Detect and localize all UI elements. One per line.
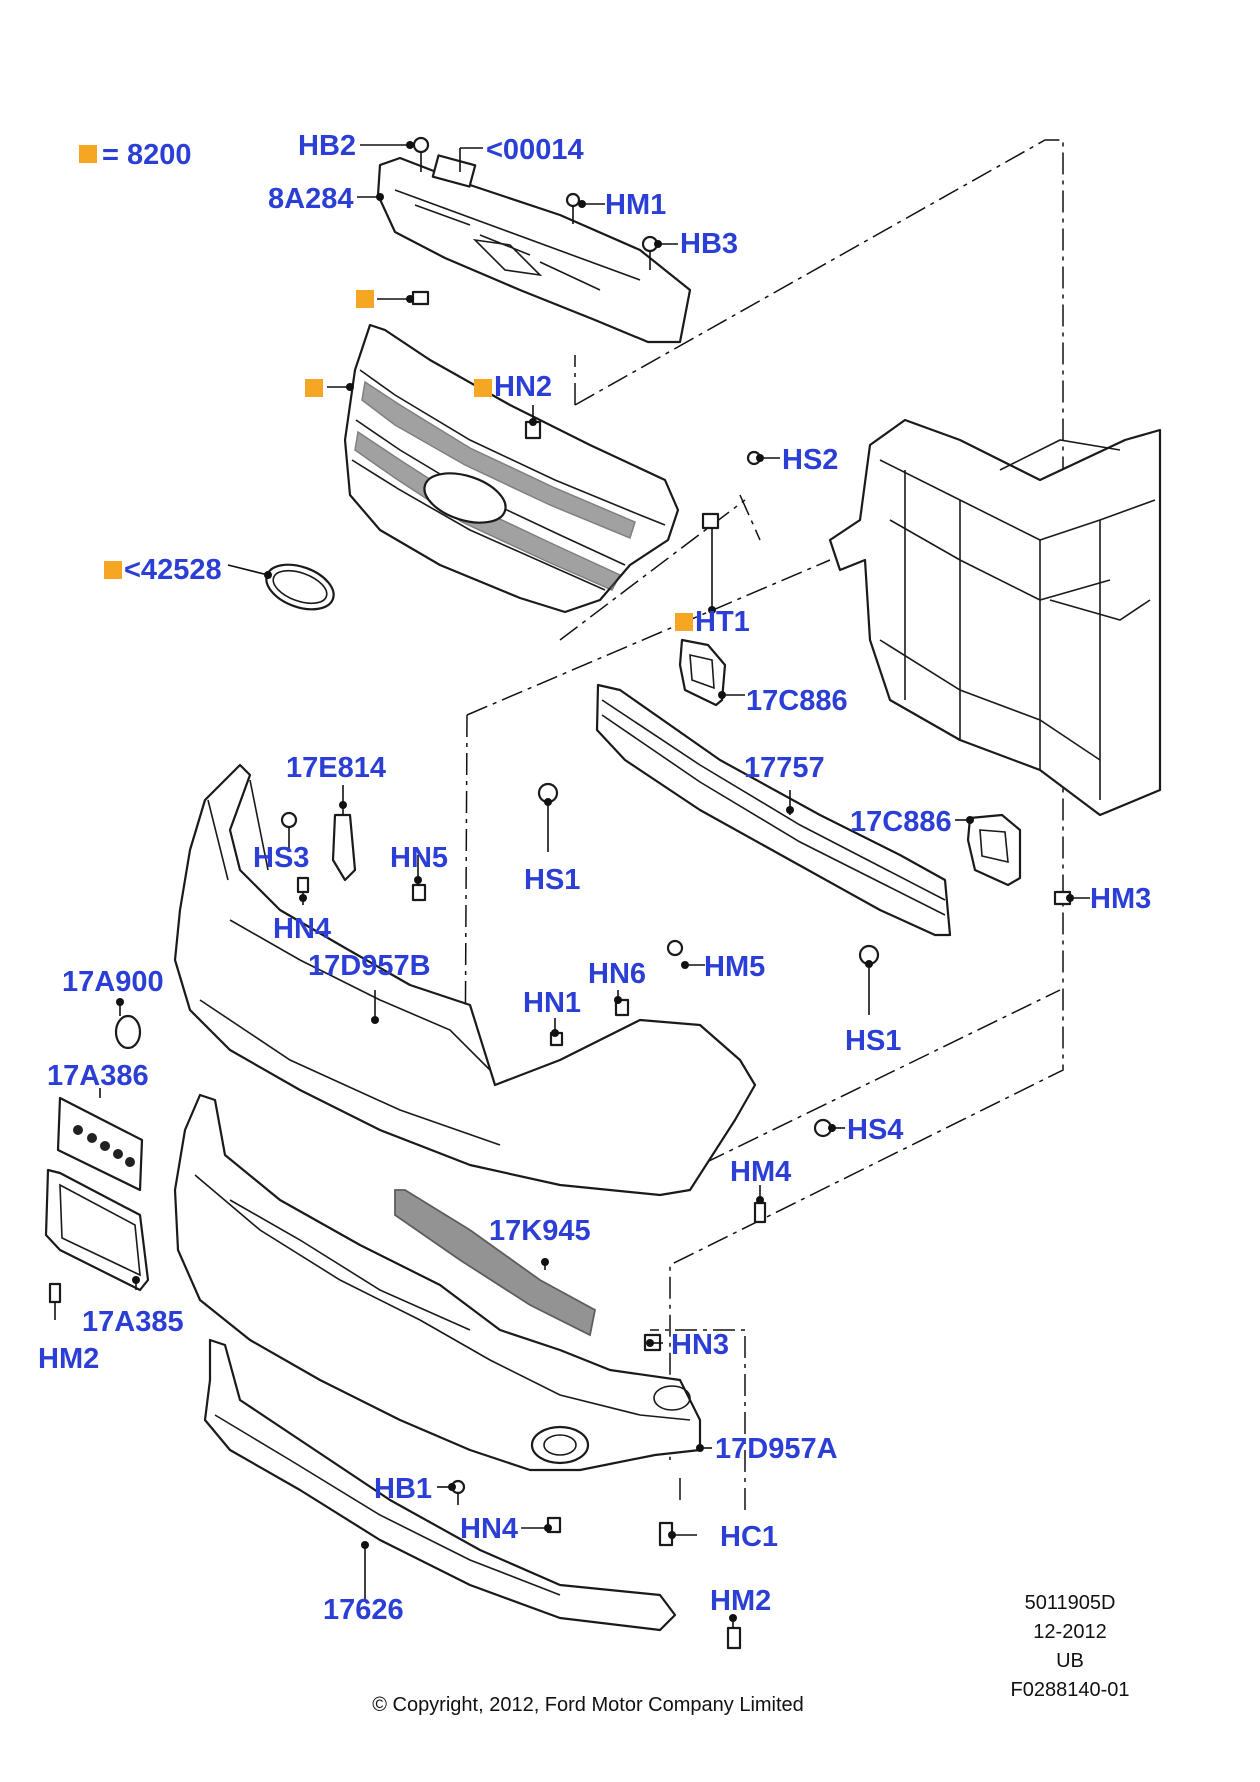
label-hm1: HM1 <box>605 189 666 221</box>
label-hs1-lower: HS1 <box>845 1025 901 1057</box>
label-ht1: HT1 <box>695 606 750 638</box>
label-42528: <42528 <box>124 554 222 586</box>
label-hb2-top: HB2 <box>298 130 356 162</box>
label-17d957a: 17D957A <box>715 1433 838 1465</box>
label-hn2: HN2 <box>494 371 552 403</box>
label-hm3: HM3 <box>1090 883 1151 915</box>
bumper-beam-17757 <box>595 683 952 937</box>
label-hs1-upper: HS1 <box>524 864 580 896</box>
label-hn3: HN3 <box>671 1329 729 1361</box>
label-hn5: HN5 <box>390 842 448 874</box>
bracket-17c886-upper <box>678 638 727 707</box>
marker-ht1 <box>675 613 693 631</box>
radiator-support <box>828 418 1162 817</box>
label-hm5: HM5 <box>704 951 765 983</box>
marker-42528 <box>104 561 122 579</box>
label-hm2-left: HM2 <box>38 1343 99 1375</box>
label-hm4: HM4 <box>730 1156 791 1188</box>
label-17757: 17757 <box>744 752 825 784</box>
fasteners <box>48 136 1072 1650</box>
label-17a385: 17A385 <box>82 1306 184 1338</box>
marker-grille-clip <box>356 290 374 308</box>
label-hb3: HB3 <box>680 228 738 260</box>
lower-grille-17k945 <box>394 1189 597 1337</box>
part-labels: = 8200 HB2 <00014 8A284 HM1 HB3 HN2 HS2 … <box>38 130 1151 1626</box>
label-00014: <00014 <box>486 134 584 166</box>
ford-emblem <box>265 563 335 611</box>
marker-hn2 <box>474 379 492 397</box>
license-bracket-17a385 <box>44 1168 150 1292</box>
label-hs2: HS2 <box>782 444 838 476</box>
label-hn4-lower: HN4 <box>460 1513 518 1545</box>
label-hn1: HN1 <box>523 987 581 1019</box>
lower-bumper-cover <box>173 1093 702 1472</box>
highlight-markers <box>79 145 693 631</box>
label-hs4: HS4 <box>847 1114 903 1146</box>
fastener-card-17a386 <box>56 1096 144 1192</box>
leader-lines <box>54 141 1090 1628</box>
label-17c886-lower: 17C886 <box>850 806 952 838</box>
label-hs3: HS3 <box>253 842 309 874</box>
upper-deflector-8a284 <box>376 154 692 344</box>
bracket-17e814 <box>331 813 357 882</box>
radiator-grille <box>343 323 680 614</box>
label-17e814: 17E814 <box>286 752 386 784</box>
label-17c886-upper: 17C886 <box>746 685 848 717</box>
label-8a284: 8A284 <box>268 183 353 215</box>
label-17a900: 17A900 <box>62 966 164 998</box>
skid-plate-17626 <box>203 1338 677 1632</box>
copyright-text: © Copyright, 2012, Ford Motor Company Li… <box>372 1694 804 1716</box>
label-hn6: HN6 <box>588 958 646 990</box>
drawing-region: UB <box>1056 1650 1084 1672</box>
upper-bumper-cover <box>173 763 757 1197</box>
label-17k945: 17K945 <box>489 1215 591 1247</box>
legend-text: = 8200 <box>102 139 192 171</box>
drawing-date: 12-2012 <box>1033 1621 1106 1643</box>
bracket-17c886-lower <box>966 813 1022 887</box>
label-hn4-upper: HN4 <box>273 913 331 945</box>
drawing-id: F0288140-01 <box>1011 1679 1130 1701</box>
label-17d957b: 17D957B <box>308 950 431 982</box>
drawing-info: 5011905D 12-2012 UB F0288140-01 <box>1011 1592 1130 1701</box>
tow-hook-cover-17a900 <box>114 1014 142 1050</box>
label-17626: 17626 <box>323 1594 404 1626</box>
drawing-number: 5011905D <box>1025 1592 1116 1614</box>
label-hb1: HB1 <box>374 1473 432 1505</box>
label-17a386: 17A386 <box>47 1060 149 1092</box>
marker-grille <box>305 379 323 397</box>
label-hm2-right: HM2 <box>710 1585 771 1617</box>
legend-marker <box>79 145 97 163</box>
label-hc1: HC1 <box>720 1521 778 1553</box>
